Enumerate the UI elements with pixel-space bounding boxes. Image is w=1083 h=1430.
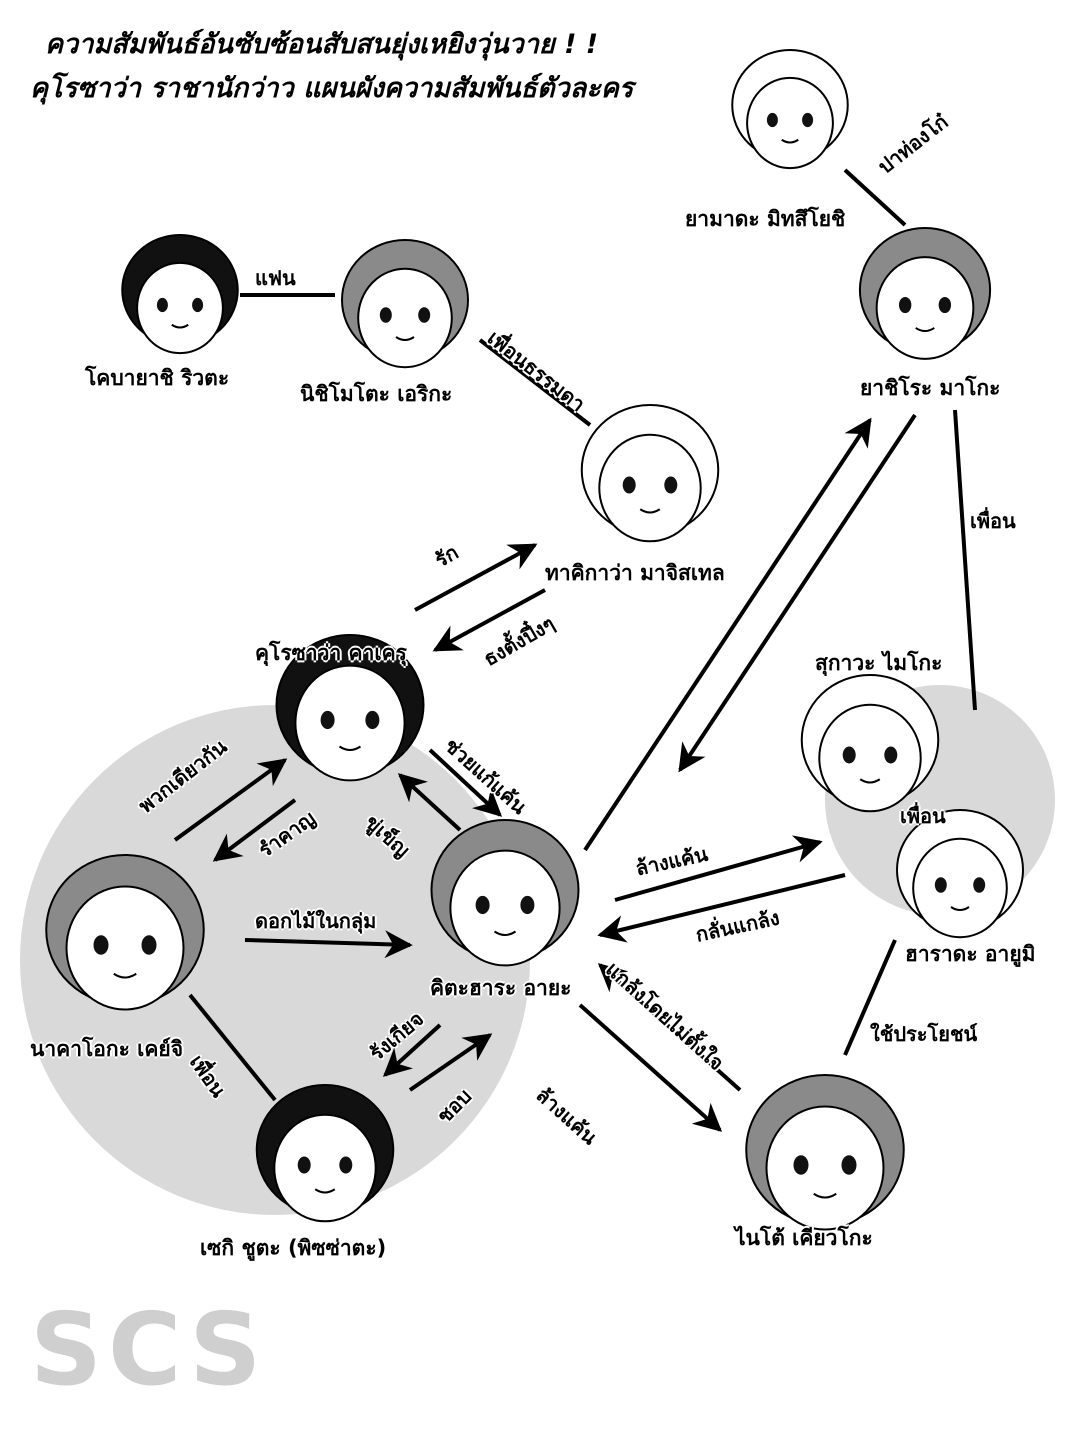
face-takigawa xyxy=(580,404,720,543)
face-kobayashi xyxy=(121,234,239,355)
name-nakaoka: นาคาโอกะ เคย์จิ xyxy=(30,1037,184,1061)
eye-icon xyxy=(192,297,204,313)
title-line-1: ความสัมพันธ์อันซับซ้อนสับสนยุ่งเหยิงวุ่น… xyxy=(45,29,599,60)
eye-icon xyxy=(664,476,678,494)
edge-suga-kitahara xyxy=(597,873,846,943)
eye-icon xyxy=(884,746,898,764)
background-circle-left xyxy=(20,705,530,1215)
eye-icon xyxy=(418,307,431,323)
edge-yamada-yashiro xyxy=(843,168,907,227)
edge-seki-kitahara xyxy=(408,1033,493,1092)
edge-yashiro-kitahara xyxy=(678,413,917,773)
name-nishimoto: นิชิโมโตะ เอริกะ xyxy=(300,382,453,406)
eye-icon xyxy=(475,895,490,915)
edge-kitahara-kurosawa xyxy=(397,773,462,832)
eye-icon xyxy=(766,112,778,128)
eye-icon xyxy=(793,1155,809,1175)
eye-icon xyxy=(842,746,856,764)
label-friend-yashiro-suga: เพื่อน xyxy=(970,509,1016,533)
mouth-icon xyxy=(859,778,881,784)
mouth-icon xyxy=(338,745,362,751)
eye-icon xyxy=(934,877,947,893)
name-kitahara: คิตะฮาระ อายะ xyxy=(430,976,572,1000)
name-yashiro: ยาชิโระ มาโกะ xyxy=(860,376,1001,400)
name-yamada: ยามาดะ มิทสึโยชิ xyxy=(685,207,846,231)
eye-icon xyxy=(802,112,814,128)
mouth-icon xyxy=(113,972,137,979)
title-line-2: คุโรซาว่า ราชานักว่าว แผนผังความสัมพันธ์… xyxy=(30,73,634,104)
eye-icon xyxy=(898,296,912,314)
edge-harada-naito xyxy=(843,939,897,1056)
edge-kitahara-seki xyxy=(382,1023,442,1077)
mouth-icon xyxy=(395,336,415,341)
edge-nakaoka-kurosawa xyxy=(173,758,288,842)
eye-icon xyxy=(365,710,380,730)
edge-kitahara-suga xyxy=(614,835,823,902)
mouth-icon xyxy=(314,1188,336,1194)
label-faen: แฟน xyxy=(255,266,296,290)
face-yamada xyxy=(731,49,849,170)
face-naito xyxy=(745,1074,905,1231)
edge-kurosawa-kitahara xyxy=(428,748,503,817)
mouth-icon xyxy=(639,508,661,514)
watermark: SCS xyxy=(30,1291,268,1408)
eye-icon xyxy=(141,935,157,955)
edge-nakaoka-kitahara xyxy=(244,930,413,959)
name-kobayashi: โคบายาชิ ริวตะ xyxy=(85,366,230,390)
name-seki: เซกิ ชูตะ (พิซซ่าตะ) xyxy=(200,1236,387,1260)
face-seki xyxy=(255,1084,395,1223)
face-nishimoto xyxy=(341,239,469,369)
eye-icon xyxy=(320,710,335,730)
label-friend-suga-harada: เพื่อน xyxy=(900,804,946,828)
edge-kitahara-yashiro xyxy=(583,417,872,852)
mouth-icon xyxy=(493,930,517,936)
name-suga: สุกาวะ ไมโกะ xyxy=(815,651,943,675)
face-harada xyxy=(896,809,1024,939)
eye-icon xyxy=(973,877,986,893)
mouth-icon xyxy=(813,1192,837,1199)
eye-icon xyxy=(938,296,952,314)
name-kurosawa: คุโรซาว่า คาเครุ xyxy=(255,641,407,665)
eye-icon xyxy=(339,1156,353,1174)
mouth-icon xyxy=(171,323,189,329)
eye-icon xyxy=(297,1156,311,1174)
edge-kitahara-naito xyxy=(578,1003,723,1132)
eye-icon xyxy=(379,307,392,323)
edge-nakaoka-seki xyxy=(188,993,277,1102)
mouth-icon xyxy=(915,327,935,332)
name-takigawa: ทาคิกาว่า มาจิสเทล xyxy=(545,561,725,585)
edge-yashiro-suga xyxy=(953,409,977,711)
face-suga xyxy=(800,674,940,813)
edge-nishimoto-takigawa xyxy=(478,338,592,427)
edge-kurosawa-takigawa xyxy=(414,543,538,612)
edge-naito-kitahara xyxy=(597,963,742,1092)
eye-icon xyxy=(622,476,636,494)
eye-icon xyxy=(156,297,168,313)
face-kitahara xyxy=(430,819,580,967)
mouth-icon xyxy=(950,906,970,911)
name-naito: ไนโต้ เคียวโกะ xyxy=(735,1226,873,1250)
name-harada: ฮาราดะ อายูมิ xyxy=(905,942,1036,966)
face-kurosawa xyxy=(275,634,425,782)
eye-icon xyxy=(93,935,109,955)
label-flower-of-group: ดอกไม้ในกลุ่ม xyxy=(255,909,377,933)
label-make-use: ใช้ประโยชน์ xyxy=(870,1022,978,1046)
eye-icon xyxy=(841,1155,857,1175)
edge-takigawa-kurosawa xyxy=(432,588,546,652)
eye-icon xyxy=(520,895,535,915)
edge-kurosawa-nakaoka xyxy=(212,798,297,862)
mouth-icon xyxy=(781,138,799,144)
face-yashiro xyxy=(858,227,992,360)
face-nakaoka xyxy=(45,854,205,1011)
